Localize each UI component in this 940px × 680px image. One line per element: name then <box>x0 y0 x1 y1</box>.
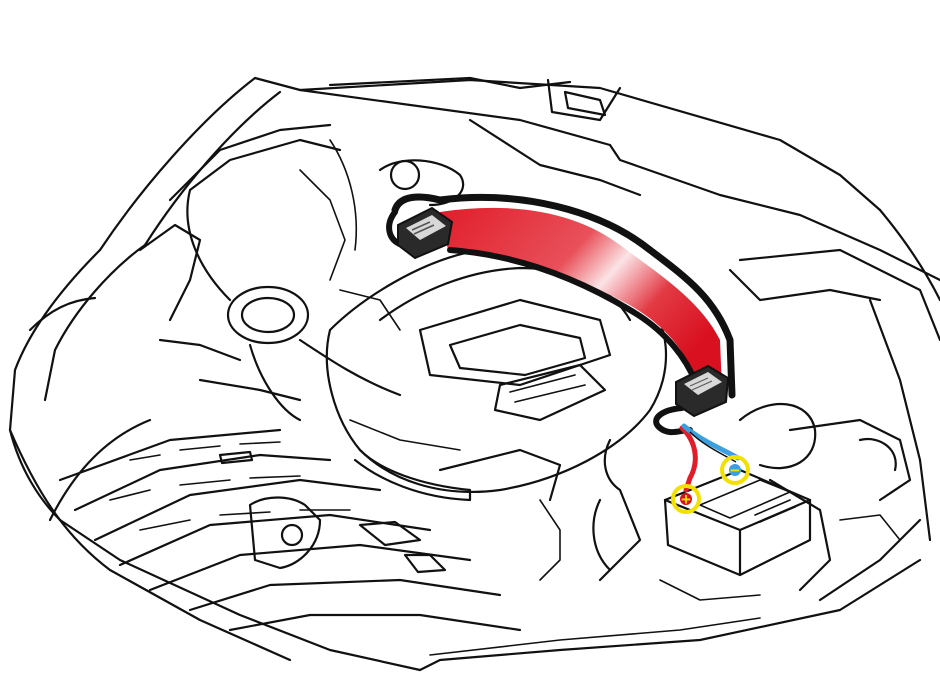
positive-terminal-marker: + <box>671 484 701 514</box>
harness-black-cable-upper <box>391 193 736 399</box>
negative-symbol: − <box>730 461 740 480</box>
car-body-outline <box>8 76 940 672</box>
relay-module-right <box>675 364 730 418</box>
positive-symbol: + <box>681 490 691 509</box>
harness-black-cable-lower <box>447 247 703 398</box>
relay-module-left <box>397 206 454 260</box>
positive-wire <box>679 425 698 493</box>
harness-red-band <box>440 207 722 395</box>
engine-components-left <box>138 123 562 570</box>
harness-lead-right <box>653 405 693 436</box>
negative-terminal-marker: − <box>720 455 750 485</box>
engine-components-right <box>539 402 912 601</box>
